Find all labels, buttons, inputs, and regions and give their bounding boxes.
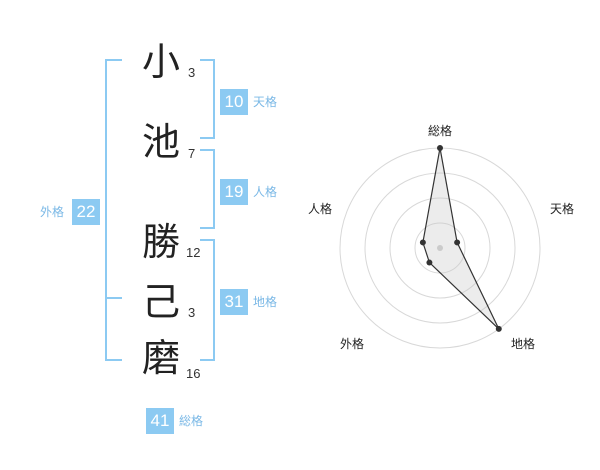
radar-point-3 bbox=[495, 325, 502, 332]
gaikaku-label: 外格 bbox=[40, 205, 65, 219]
radar-center-dot bbox=[437, 245, 443, 251]
chikaku-label: 地格 bbox=[253, 295, 278, 309]
stroke-count-1: 3 bbox=[188, 65, 196, 80]
gaikaku-badge: 22 bbox=[72, 199, 100, 225]
stroke-count-4: 3 bbox=[188, 305, 196, 320]
name-char-1: 小 bbox=[142, 40, 181, 84]
stroke-count-3: 12 bbox=[186, 245, 201, 260]
radar-ring bbox=[389, 197, 491, 299]
stroke-count-5: 16 bbox=[186, 366, 201, 381]
chikaku-badge: 31 bbox=[220, 289, 248, 315]
jinkaku-badge: 19 bbox=[220, 179, 248, 205]
name-char-5: 磨 bbox=[142, 336, 181, 380]
name-char-3: 勝 bbox=[142, 220, 181, 264]
name-char-2: 池 bbox=[142, 120, 181, 164]
name-char-4: 己 bbox=[142, 280, 181, 324]
radar-label-chikaku: 地格 bbox=[511, 337, 536, 351]
radar-area bbox=[422, 147, 500, 330]
radar-label-jinkaku: 人格 bbox=[308, 202, 333, 216]
radar-point-5 bbox=[419, 239, 426, 246]
radar-ring bbox=[364, 172, 516, 324]
radar-point-2 bbox=[454, 239, 461, 246]
radar-point-1 bbox=[437, 145, 443, 151]
radar-point-4 bbox=[426, 259, 433, 266]
radar-label-gaikaku: 外格 bbox=[340, 337, 365, 351]
soukaku-badge: 41 bbox=[146, 408, 174, 434]
tenkaku-badge: 10 bbox=[220, 89, 248, 115]
soukaku-label: 総格 bbox=[179, 414, 204, 428]
radar-label-soukaku: 総格 bbox=[428, 124, 453, 138]
radar-label-tenkaku: 天格 bbox=[550, 202, 575, 216]
tenkaku-label: 天格 bbox=[253, 95, 278, 109]
jinkaku-label: 人格 bbox=[253, 185, 278, 199]
stroke-count-2: 7 bbox=[188, 146, 196, 161]
